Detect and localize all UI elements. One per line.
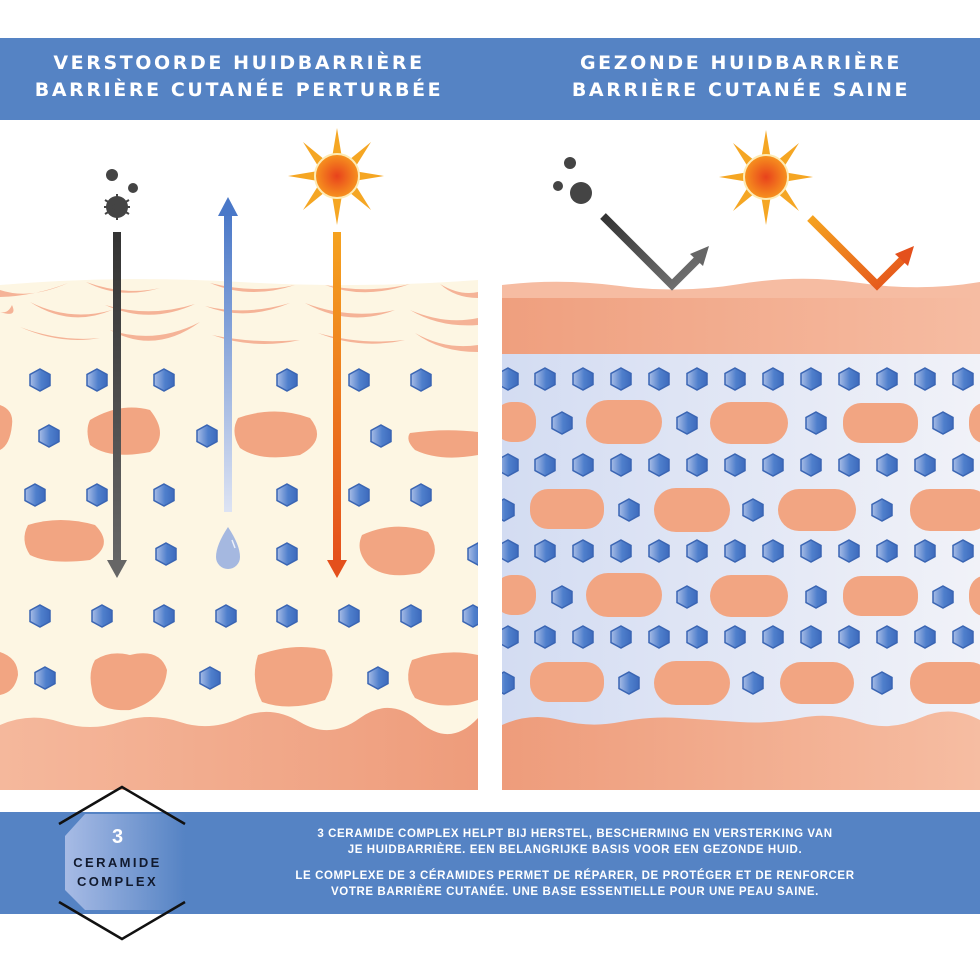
footer-text-french: LE COMPLEXE DE 3 CÉRAMIDES PERMET DE RÉP… — [225, 868, 925, 900]
title-left-line2: BARRIÈRE CUTANÉE PERTURBÉE — [34, 79, 444, 101]
footer-nl-line2: JE HUIDBARRIÈRE. EEN BELANGRIJKE BASIS V… — [347, 844, 803, 856]
pollution-particles-icon — [553, 157, 592, 204]
title-right-line1: GEZONDE HUIDBARRIÈRE — [579, 52, 903, 74]
pollution-arrow-penetrating — [107, 232, 127, 578]
title-left-line1: VERSTOORDE HUIDBARRIÈRE — [53, 52, 425, 74]
badge-number: 3 — [111, 826, 124, 848]
water-loss-arrow — [218, 197, 238, 512]
uv-arrow-penetrating — [327, 232, 347, 578]
footer-nl-line1: 3 CERAMIDE COMPLEX HELPT BIJ HERSTEL, BE… — [317, 828, 833, 840]
stratum-corneum-intact — [502, 298, 980, 354]
uv-arrow-reflected — [807, 215, 914, 291]
title-right-line2: BARRIÈRE CUTANÉE SAINE — [571, 79, 911, 101]
ceramide-hexagon-badge — [58, 785, 186, 941]
title-disturbed-barrier: VERSTOORDE HUIDBARRIÈRE BARRIÈRE CUTANÉE… — [0, 50, 478, 104]
pollution-particles-icon — [104, 169, 138, 220]
badge-label-line1: CERAMIDE — [73, 855, 162, 870]
sun-icon — [719, 130, 813, 225]
sun-icon — [288, 128, 384, 225]
dermis-layer — [502, 711, 980, 790]
disturbed-skin-panel — [0, 120, 478, 790]
pollution-arrow-reflected — [600, 213, 709, 291]
corneocyte-bricks — [502, 400, 980, 705]
footer-fr-line2: VOTRE BARRIÈRE CUTANÉE. UNE BASE ESSENTI… — [331, 886, 819, 898]
badge-label-line2: COMPLEX — [76, 874, 159, 889]
badge-label: CERAMIDE COMPLEX — [55, 853, 180, 891]
corneocytes — [0, 405, 478, 711]
footer-fr-line1: LE COMPLEXE DE 3 CÉRAMIDES PERMET DE RÉP… — [295, 870, 855, 882]
healthy-skin-panel — [502, 120, 980, 790]
water-drop-icon — [216, 527, 240, 569]
dermis-layer — [0, 707, 478, 790]
header-band — [0, 38, 980, 120]
footer-text-dutch: 3 CERAMIDE COMPLEX HELPT BIJ HERSTEL, BE… — [225, 826, 925, 858]
title-healthy-barrier: GEZONDE HUIDBARRIÈRE BARRIÈRE CUTANÉE SA… — [502, 50, 980, 104]
